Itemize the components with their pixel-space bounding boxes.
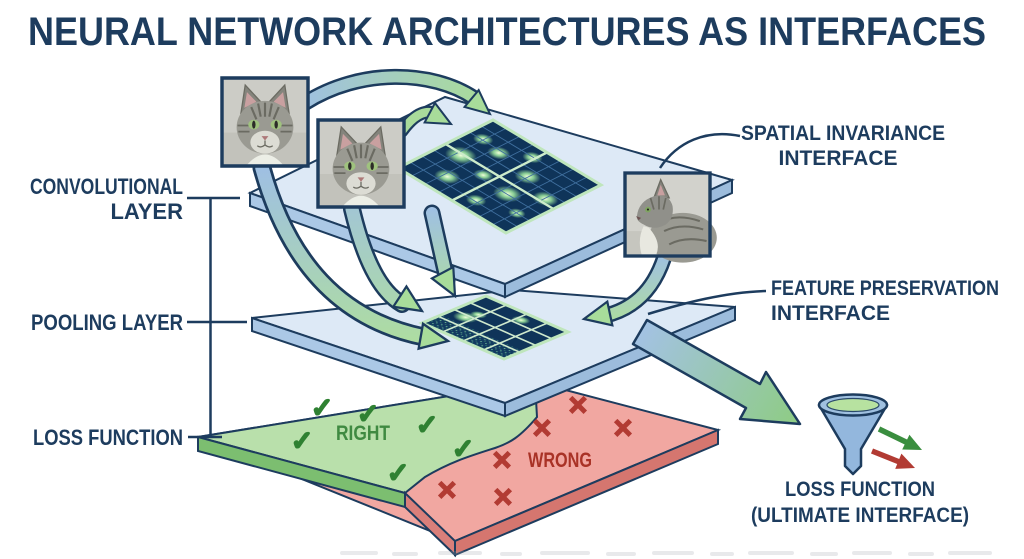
check-icon: ✓ [387, 458, 410, 488]
ultimate-loss-label-line2: (ULTIMATE INTERFACE) [751, 504, 969, 527]
loss-function-plane: ✓ ✓ ✓ ✓ ✓ ✓ ✕ ✕ ✕ ✕ ✕ ✕ RIGHT WRONG [194, 380, 722, 558]
cat-image-1 [220, 76, 310, 168]
cross-icon: ✕ [568, 392, 589, 420]
ultimate-loss-label-line1: LOSS FUNCTION [785, 478, 935, 501]
pooling-layer-label: POOLING LAYER [31, 310, 183, 335]
funnel-icon [817, 393, 926, 476]
cross-icon: ✕ [532, 415, 553, 443]
loss-function-label: LOSS FUNCTION [33, 425, 183, 450]
check-icon: ✓ [291, 426, 314, 456]
input-images [220, 76, 718, 264]
spatial-callout-line [658, 132, 741, 169]
feature-preservation-label-line2: INTERFACE [771, 302, 890, 325]
feature-preservation-label-line1: FEATURE PRESERVATION [771, 277, 999, 300]
spatial-invariance-label-line1: SPATIAL INVARIANCE [741, 122, 945, 145]
cross-icon: ✕ [437, 477, 458, 505]
loss-plane-right-region [197, 380, 539, 495]
cat-image-2 [316, 118, 406, 209]
convolutional-layer-label-line2: LAYER [110, 199, 183, 224]
feature-callout-line [647, 289, 767, 316]
spatial-invariance-label-line2: INTERFACE [778, 147, 897, 170]
cross-icon: ✕ [613, 415, 634, 443]
convolutional-layer-label-line1: CONVOLUTIONAL [30, 174, 183, 199]
check-icon: ✓ [452, 434, 475, 464]
wrong-region-label: WRONG [528, 449, 592, 472]
interface-labels: SPATIAL INVARIANCE INTERFACE FEATURE PRE… [741, 122, 999, 527]
pooling-feature-map [422, 296, 568, 359]
cat-image-3 [623, 171, 718, 264]
check-icon: ✓ [357, 399, 380, 429]
conv-feature-map [398, 120, 601, 233]
page-title: NEURAL NETWORK ARCHITECTURES AS INTERFAC… [28, 10, 986, 54]
loss-flow-arrow [631, 318, 802, 426]
check-icon: ✓ [416, 410, 439, 440]
layer-labels: CONVOLUTIONAL LAYER POOLING LAYER LOSS F… [30, 174, 183, 450]
cross-icon: ✕ [493, 484, 514, 512]
funnel-output-arrows [870, 426, 926, 476]
check-icon: ✓ [311, 393, 334, 423]
cross-icon: ✕ [492, 447, 513, 475]
loss-plane-side-red-right [454, 428, 719, 557]
callout-lines [647, 132, 767, 316]
layer-bracket [187, 196, 247, 439]
bottom-artifact-strip [340, 551, 992, 556]
right-region-label: RIGHT [336, 422, 390, 445]
flow-arrows [252, 68, 672, 355]
